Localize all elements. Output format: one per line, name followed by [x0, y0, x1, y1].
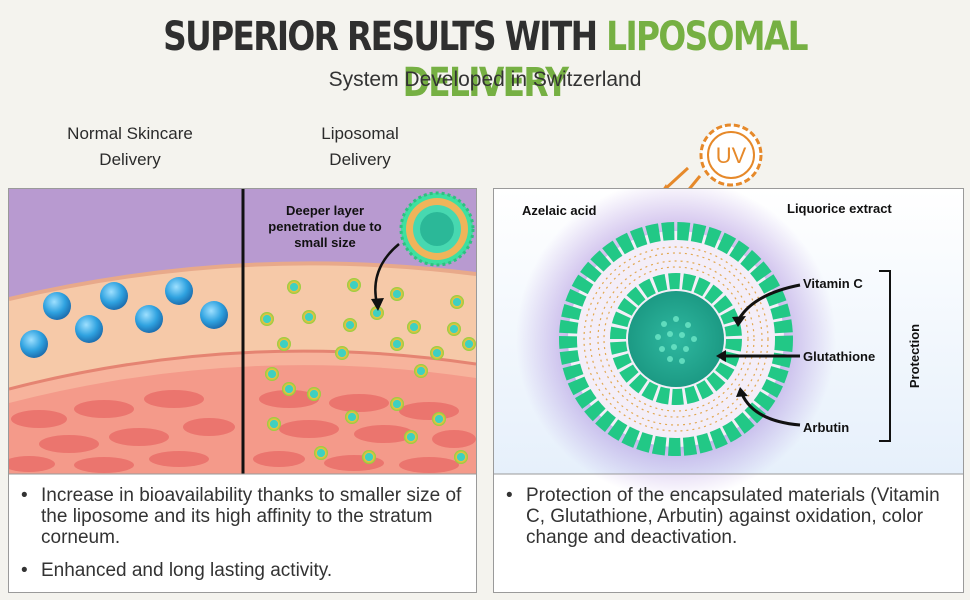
- arbutin-label: Arbutin: [803, 420, 849, 435]
- callout-line-1: Deeper layer: [286, 203, 364, 218]
- liquorice-extract-label: Liquorice extract: [787, 201, 892, 216]
- page-title: SUPERIOR RESULTS WITH LIPOSOMAL DELIVERY: [87, 14, 882, 106]
- uv-sun-icon: [699, 123, 763, 187]
- vitamin-c-arrowhead: [732, 316, 746, 327]
- liposomal-delivery-label: Liposomal Delivery: [290, 121, 430, 173]
- callout-line-3: small size: [294, 235, 355, 250]
- lipo-label-line1: Liposomal: [321, 124, 399, 143]
- vitamin-c-arrow: [737, 283, 801, 320]
- callout-line-2: penetration due to: [268, 219, 381, 234]
- azelaic-acid-label: Azelaic acid: [522, 203, 596, 218]
- bullet-dot-icon: •: [21, 485, 28, 506]
- glutathione-arrowhead: [716, 350, 726, 362]
- page-subtitle: System Developed in Switzerland: [328, 68, 642, 91]
- right-bullet-1-text: Protection of the encapsulated materials…: [526, 485, 940, 548]
- protection-label: Protection: [907, 324, 922, 388]
- liposome-diagram: [559, 222, 793, 456]
- left-bullet-list: • Increase in bioavailability thanks to …: [19, 485, 469, 593]
- penetration-arrowhead: [371, 298, 384, 311]
- left-bullet-item: • Increase in bioavailability thanks to …: [19, 485, 469, 548]
- normal-label-line2: Delivery: [99, 150, 161, 169]
- right-bullet-list: • Protection of the encapsulated materia…: [504, 485, 954, 560]
- liposome-structure-illustration: Azelaic acid Liquorice extract Vitamin C…: [494, 189, 963, 499]
- protection-bracket: [879, 270, 891, 442]
- normal-delivery-label: Normal Skincare Delivery: [50, 121, 210, 173]
- bullet-dot-icon: •: [506, 485, 513, 506]
- left-bullet-item: • Enhanced and long lasting activity.: [19, 560, 469, 581]
- liposome-core: [628, 291, 724, 387]
- normal-label-line1: Normal Skincare: [67, 124, 193, 143]
- lipo-label-line2: Delivery: [329, 150, 391, 169]
- vitamin-c-label: Vitamin C: [803, 276, 863, 291]
- uv-label: UV: [716, 143, 747, 168]
- glutathione-label: Glutathione: [803, 349, 875, 364]
- arbutin-arrowhead: [736, 387, 748, 397]
- outer-bilayer: [559, 222, 793, 456]
- bullet-dot-icon: •: [21, 560, 28, 581]
- title-part-1: SUPERIOR RESULTS WITH: [163, 14, 607, 60]
- arbutin-arrow: [740, 393, 801, 427]
- title-part-2: LIPOSOMAL DELIVERY: [402, 14, 809, 106]
- left-bullet-1-text: Increase in bioavailability thanks to sm…: [41, 485, 462, 548]
- skin-cross-section-illustration: Deeper layer penetration due to small si…: [9, 189, 476, 475]
- liposome-protection-panel: Azelaic acid Liquorice extract Vitamin C…: [493, 188, 964, 593]
- small-liposomes: [260, 278, 476, 464]
- dermis-cells: [9, 390, 476, 473]
- right-bullet-item: • Protection of the encapsulated materia…: [504, 485, 954, 548]
- left-bullet-2-text: Enhanced and long lasting activity.: [41, 560, 333, 581]
- liposome-magnified: [399, 191, 475, 267]
- penetration-arrow: [374, 243, 400, 305]
- large-ingredient-molecules: [20, 277, 228, 358]
- inner-bilayer: [610, 273, 742, 405]
- skin-delivery-panel: Deeper layer penetration due to small si…: [8, 188, 477, 593]
